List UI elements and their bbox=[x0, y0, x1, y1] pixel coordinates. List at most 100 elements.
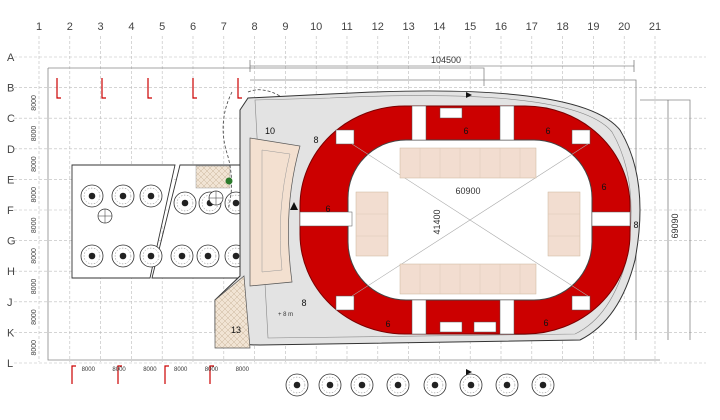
tree-icon bbox=[170, 244, 194, 268]
row-label: G bbox=[7, 236, 16, 248]
vomitory bbox=[473, 321, 497, 333]
vomitory bbox=[571, 129, 591, 145]
bottom-spacing-label: 8000 bbox=[82, 367, 96, 373]
bottom-spacing-label: 8000 bbox=[143, 367, 157, 373]
vomitory bbox=[591, 211, 631, 227]
arrow-icon bbox=[466, 369, 472, 375]
trees bbox=[80, 184, 555, 397]
field-length-label: 60900 bbox=[455, 186, 480, 196]
tree-icon bbox=[196, 244, 220, 268]
overall-width-label: 69090 bbox=[670, 213, 680, 238]
vomitory bbox=[499, 299, 515, 335]
survey-marker bbox=[237, 78, 242, 99]
tree-icon bbox=[423, 373, 447, 397]
vomitory bbox=[571, 295, 591, 311]
column-label: 11 bbox=[341, 21, 352, 33]
room-label: 6 bbox=[545, 126, 550, 136]
column-label: 18 bbox=[556, 21, 568, 33]
tree-icon bbox=[111, 244, 135, 268]
column-label: 16 bbox=[495, 21, 507, 33]
room-label: 13 bbox=[231, 325, 241, 335]
row-label: L bbox=[7, 358, 13, 370]
vomitory bbox=[499, 105, 515, 141]
column-label: 21 bbox=[649, 21, 661, 33]
arrow-icon bbox=[466, 92, 472, 98]
column-label: 19 bbox=[587, 21, 599, 33]
survey-marker bbox=[209, 365, 214, 384]
survey-marker bbox=[71, 365, 76, 384]
vomitory bbox=[439, 321, 463, 333]
vomitories bbox=[299, 105, 631, 335]
room-label: 8 bbox=[301, 298, 306, 308]
row-spacing-label: 8000 bbox=[31, 279, 38, 295]
row-label: E bbox=[7, 174, 14, 186]
column-label: 8 bbox=[252, 21, 258, 33]
tree-icon bbox=[139, 244, 163, 268]
overall-width-dimension: 69090 bbox=[667, 100, 680, 340]
tree-icon bbox=[350, 373, 374, 397]
arrow-icon bbox=[290, 202, 298, 210]
bottom-spacing-label: 8000 bbox=[205, 367, 219, 373]
column-label: 2 bbox=[67, 21, 73, 33]
column-label: 5 bbox=[159, 21, 165, 33]
tree-icon bbox=[111, 184, 135, 208]
column-label: 15 bbox=[464, 21, 476, 33]
row-spacing-label: 8000 bbox=[31, 217, 38, 233]
row-label: A bbox=[7, 52, 15, 64]
column-label: 4 bbox=[128, 21, 134, 33]
survey-marker bbox=[117, 365, 122, 384]
vomitory bbox=[335, 295, 355, 311]
row-spacing-label: 8000 bbox=[31, 248, 38, 264]
roundabout bbox=[97, 177, 233, 224]
room-label: 6 bbox=[601, 182, 606, 192]
entrance-arrows bbox=[290, 92, 472, 375]
survey-markers-top bbox=[56, 78, 242, 99]
room-label: 10 bbox=[265, 126, 275, 136]
site-outline bbox=[47, 67, 691, 361]
room-numbers: 10 8 6 6 6 6 8 6 6 8 13 + 8 m bbox=[231, 126, 639, 335]
vomitory bbox=[299, 211, 353, 227]
row-spacing-label: 8000 bbox=[31, 309, 38, 325]
bottom-spacing-label: 8000 bbox=[112, 367, 126, 373]
row-label: F bbox=[7, 205, 14, 217]
tree-icon bbox=[495, 373, 519, 397]
row-label: D bbox=[7, 144, 15, 156]
column-label: 3 bbox=[98, 21, 104, 33]
column-label: 13 bbox=[402, 21, 414, 33]
room-label: 8 bbox=[633, 220, 638, 230]
row-spacing-label: 8000 bbox=[31, 95, 38, 111]
row-label: B bbox=[7, 83, 14, 95]
row-spacing-label: 8000 bbox=[31, 187, 38, 203]
row-label: C bbox=[7, 113, 15, 125]
entrance-ramps bbox=[214, 89, 301, 349]
room-label: 8 bbox=[313, 135, 318, 145]
room-label: 6 bbox=[543, 318, 548, 328]
survey-markers-bottom bbox=[71, 365, 214, 384]
overall-length-label: 104500 bbox=[431, 55, 461, 65]
overall-length-dimension: 104500 bbox=[249, 55, 635, 72]
vomitory bbox=[411, 105, 427, 141]
survey-marker bbox=[101, 78, 106, 99]
column-label: 6 bbox=[190, 21, 196, 33]
row-spacing-label: 8000 bbox=[31, 126, 38, 142]
vomitory bbox=[439, 107, 463, 119]
column-label: 20 bbox=[618, 21, 630, 33]
row-spacing-label: 8000 bbox=[31, 340, 38, 356]
vomitory bbox=[411, 299, 427, 335]
tree-icon bbox=[80, 184, 104, 208]
tree-icon bbox=[139, 184, 163, 208]
bottom-spacing-label: 8000 bbox=[174, 367, 188, 373]
survey-marker bbox=[147, 78, 152, 99]
tree-icon bbox=[459, 373, 483, 397]
column-label: 10 bbox=[310, 21, 322, 33]
column-label: 1 bbox=[36, 21, 42, 33]
row-label: J bbox=[7, 297, 13, 309]
column-label: 9 bbox=[282, 21, 288, 33]
playing-field: 60900 41400 bbox=[351, 143, 589, 297]
room-label: 6 bbox=[463, 126, 468, 136]
